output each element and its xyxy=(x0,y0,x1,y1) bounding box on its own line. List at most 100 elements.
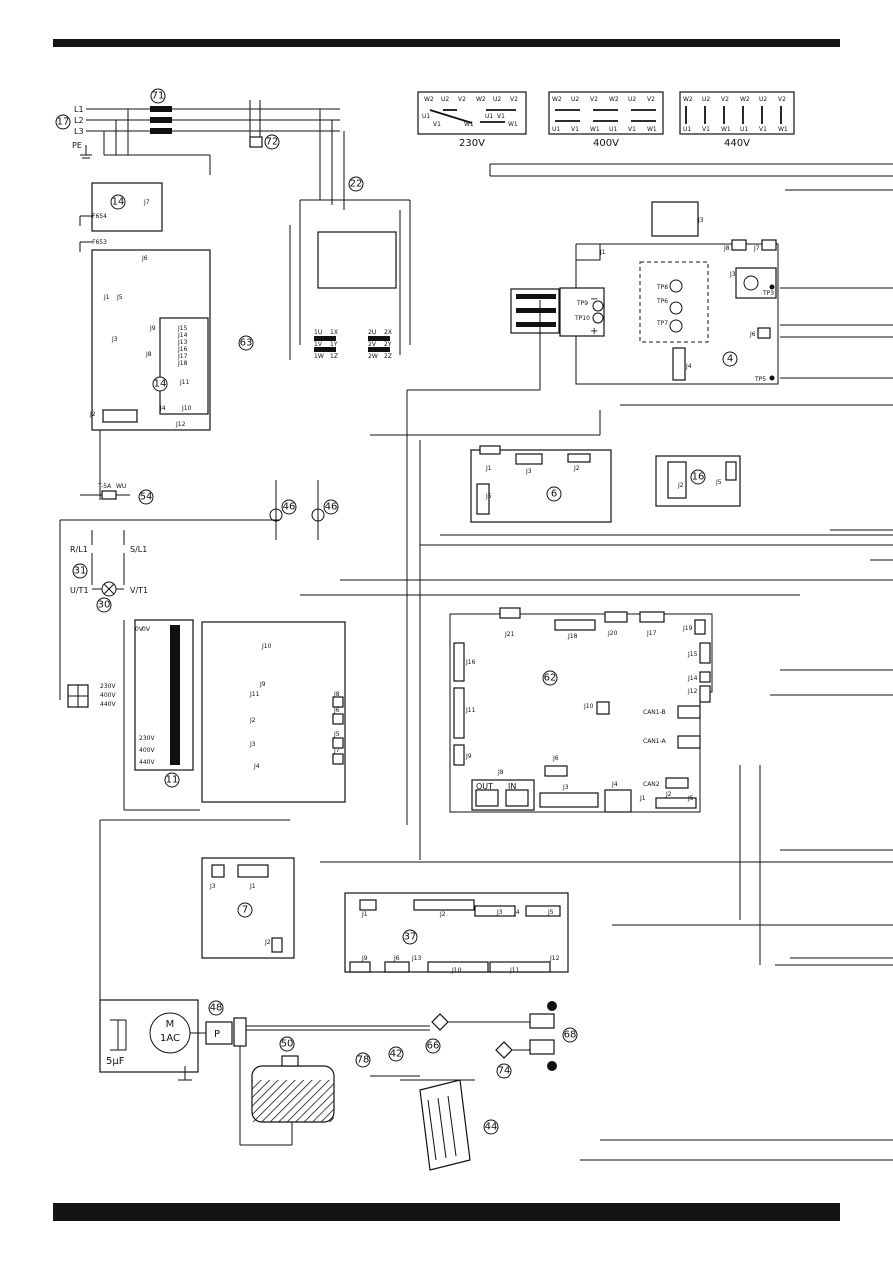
pump-p xyxy=(205,1021,233,1045)
label-tp5: TP5 xyxy=(754,376,766,383)
callout-circle xyxy=(281,499,297,515)
callout-68: 68 xyxy=(564,1030,577,1041)
cfg-bot-4: V1 xyxy=(628,126,636,133)
sel-440: 440V xyxy=(100,701,116,708)
cfg-top-1: U2 xyxy=(702,96,710,103)
connector-j6 xyxy=(384,961,410,973)
pump-label: P xyxy=(214,1029,220,1040)
filter-66 xyxy=(431,1013,449,1031)
cfg-bot-5: W1 xyxy=(778,126,788,133)
connector-j2-box xyxy=(102,409,138,423)
radiator-body xyxy=(419,1079,471,1171)
label-b4-j7: J7 xyxy=(753,245,760,252)
connector-j10 xyxy=(596,701,610,715)
filter-74 xyxy=(495,1041,513,1059)
label-j7: J7 xyxy=(143,199,150,206)
callout-4: 4 xyxy=(727,354,733,365)
callout-circle xyxy=(546,486,562,502)
callout-31: 31 xyxy=(74,566,87,577)
label-j1: J1 xyxy=(103,294,110,301)
callout-circle xyxy=(496,1063,512,1079)
label-b37-j10: J10 xyxy=(451,967,462,974)
connector-j11 xyxy=(453,687,465,739)
label-b4-j3: J3 xyxy=(729,271,736,278)
label-b6-j5: J5 xyxy=(485,493,492,500)
label-b37-j12: J12 xyxy=(549,955,560,962)
motor-term: 1Y xyxy=(330,341,338,348)
label-wu: WU xyxy=(116,483,126,490)
motor-term: 2W xyxy=(368,353,378,360)
callout-circle xyxy=(138,489,154,505)
connector-j17 xyxy=(639,611,665,623)
contactor-22: 1U 1X 1V 1Y 1W 1Z 2U 2X 2V 2Y 2W 2Z xyxy=(289,199,411,360)
connector-dot xyxy=(547,1061,557,1071)
callout-circle xyxy=(264,134,280,150)
cfg-bot-2: W1 xyxy=(590,126,600,133)
connector-j11 xyxy=(489,961,551,973)
connector-j9 xyxy=(349,961,371,973)
callout-circle xyxy=(388,1046,404,1062)
label-m-j15: J15 xyxy=(687,651,698,658)
cfg-bot-5: W1 xyxy=(647,126,657,133)
motor-term: 2X xyxy=(384,329,392,336)
voltage-config-400v: W2 U2 V2 W2 U2 V2 U1 V1 W1 U1 V1 W1 400V xyxy=(548,91,664,149)
label-j18: J18 xyxy=(177,360,188,367)
label-b7-j2: J2 xyxy=(264,939,271,946)
cfg-bot-1: V1 xyxy=(571,126,579,133)
label-b4-j1: J1 xyxy=(599,249,606,256)
label-f653: F653 xyxy=(92,239,107,246)
voltage-config-440v: W2 U2 V2 W2 U2 V2 U1 V1 W1 U1 V1 W1 440V xyxy=(679,91,795,149)
motor-term: 1W xyxy=(314,353,324,360)
cfg-mid-3: U1 xyxy=(485,113,493,120)
callout-circle xyxy=(237,902,253,918)
motor-coil xyxy=(314,336,336,341)
motor-term: 2U xyxy=(368,329,376,336)
fuse-t5a xyxy=(101,490,117,500)
label-m-j12: J12 xyxy=(687,688,698,695)
callout-46a: 46 xyxy=(283,502,296,513)
label-t-j3: J3 xyxy=(249,741,256,748)
label-tp7: TP7 xyxy=(656,320,668,327)
callout-78: 78 xyxy=(357,1055,370,1066)
relay-j5 xyxy=(332,737,344,749)
cfg-top-5: V2 xyxy=(647,96,655,103)
cfg-top-4: U2 xyxy=(628,96,636,103)
label-m-j1: J1 xyxy=(639,795,646,802)
callout-circle xyxy=(164,772,180,788)
connector-j1 xyxy=(479,445,501,455)
motor-1ac: 1AC xyxy=(160,1033,180,1044)
cfg-bot-0: U1 xyxy=(683,126,691,133)
port-out[interactable] xyxy=(475,789,499,807)
callout-22: 22 xyxy=(350,179,363,190)
tp7-terminal xyxy=(669,319,683,333)
label-t-j11: J11 xyxy=(249,691,260,698)
sensor-disc xyxy=(743,275,759,291)
radiator-44 xyxy=(370,1075,475,1171)
torch-connectors xyxy=(431,1001,557,1071)
connector-j6 xyxy=(544,765,568,777)
callout-72: 72 xyxy=(266,137,279,148)
motor-coil xyxy=(314,347,336,352)
top-border-bar xyxy=(53,39,840,47)
component-callouts: 71 17 72 22 14 14 63 54 46 46 31 30 11 6… xyxy=(55,88,738,1135)
label-sl1: S/L1 xyxy=(130,545,147,554)
callout-37: 37 xyxy=(404,932,417,943)
label-m-j9: J9 xyxy=(465,753,472,760)
callout-circle xyxy=(72,563,88,579)
connector-j4 xyxy=(672,347,686,381)
connector-j18 xyxy=(554,619,596,631)
callout-circle xyxy=(542,670,558,686)
motor-term: 2Y xyxy=(384,341,392,348)
label-b4-j3-top: J3 xyxy=(697,217,704,224)
label-j3: J3 xyxy=(111,336,118,343)
label-j4: J4 xyxy=(159,405,166,412)
relay-j6 xyxy=(332,713,344,725)
port-in[interactable] xyxy=(505,789,529,807)
label-t-j7: J7 xyxy=(333,747,340,754)
callout-circle xyxy=(55,114,71,130)
label-b4-j8: J8 xyxy=(723,245,730,252)
sel-230: 230V xyxy=(100,683,116,690)
cfg-top-2: V2 xyxy=(590,96,598,103)
callout-71: 71 xyxy=(152,91,165,102)
